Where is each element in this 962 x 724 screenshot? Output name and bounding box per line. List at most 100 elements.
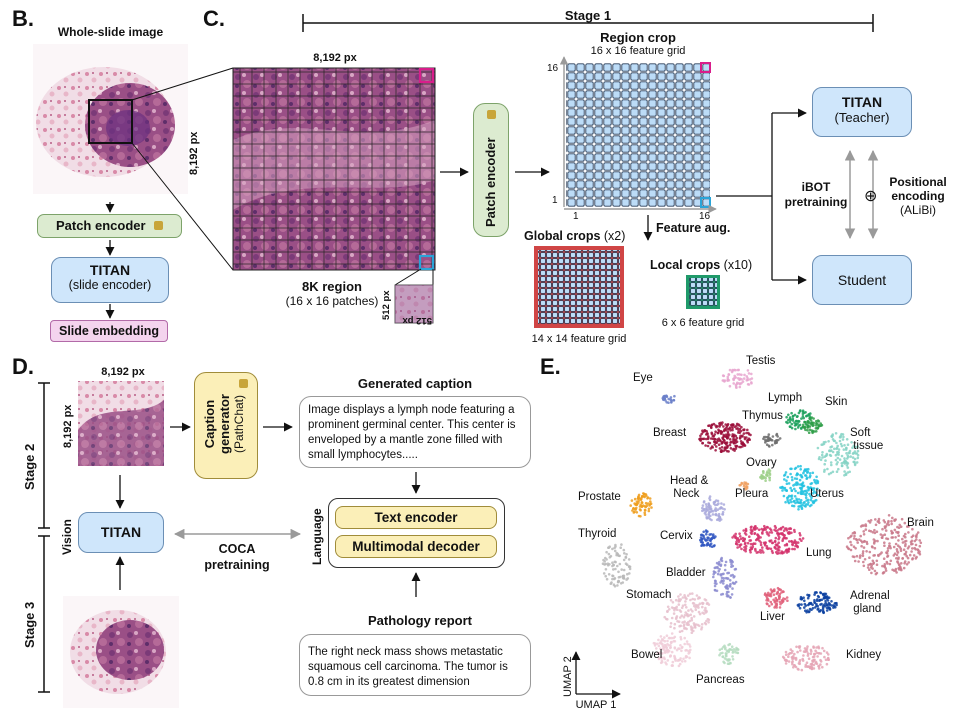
umap-point <box>679 644 682 647</box>
umap-point <box>809 474 812 478</box>
umap-point <box>801 657 804 661</box>
umap-point <box>808 417 811 420</box>
umap-point <box>622 568 626 572</box>
umap-point <box>813 478 816 482</box>
small-px-bottom: 512 px <box>402 315 432 326</box>
umap-point <box>695 594 699 597</box>
umap-point <box>729 441 732 444</box>
umap-point <box>724 647 727 651</box>
umap-point <box>744 481 748 485</box>
umap-point <box>744 529 748 533</box>
umap-point <box>749 546 753 549</box>
umap-point <box>807 501 810 504</box>
umap-point <box>604 568 608 571</box>
umap-point <box>897 539 900 542</box>
umap-point <box>730 562 733 566</box>
umap-point <box>743 548 746 552</box>
umap-point <box>790 651 793 655</box>
umap-point <box>617 570 620 574</box>
umap-point <box>680 629 684 633</box>
stage-3-label: Stage 3 <box>22 601 37 648</box>
umap-point <box>602 558 605 562</box>
global-crops-label: Global crops <box>524 229 601 243</box>
px-top-label: 8,192 px <box>313 52 357 64</box>
umap-point <box>700 432 703 436</box>
umap-point <box>639 498 643 502</box>
umap-point <box>702 612 706 615</box>
umap-point <box>915 538 918 541</box>
umap-point <box>608 563 611 566</box>
umap-point <box>821 606 825 610</box>
umap-point <box>722 503 726 506</box>
umap-point <box>710 431 713 435</box>
umap-point <box>853 460 856 464</box>
umap-point <box>661 652 664 655</box>
umap-point <box>816 608 819 611</box>
umap-point <box>835 447 838 451</box>
umap-point <box>728 438 732 441</box>
umap-point <box>697 596 701 599</box>
umap-point <box>812 659 815 662</box>
umap-point <box>807 593 811 597</box>
umap-point <box>821 451 824 454</box>
umap-point <box>797 411 801 415</box>
umap-point <box>896 525 899 529</box>
umap-point <box>702 530 705 534</box>
umap-point <box>793 477 797 480</box>
umap-point <box>635 511 639 514</box>
umap-point <box>861 540 864 544</box>
umap-point <box>692 615 696 618</box>
teacher-title: TITAN <box>841 94 883 110</box>
umap-point <box>787 652 791 656</box>
wsi-title: Whole-slide image <box>57 25 164 39</box>
umap-point <box>785 543 789 547</box>
umap-point <box>889 546 892 550</box>
umap-point <box>622 577 626 580</box>
umap-point <box>672 399 676 402</box>
umap-point <box>849 455 852 458</box>
umap-point <box>726 433 729 437</box>
umap-point <box>673 394 676 398</box>
umap-point <box>799 483 802 486</box>
umap-point <box>723 508 726 511</box>
umap-point <box>801 503 804 507</box>
umap-point <box>680 649 683 653</box>
umap-point <box>774 526 778 529</box>
umap-point <box>663 615 666 619</box>
umap-point <box>825 662 829 666</box>
umap-point <box>794 501 797 505</box>
umap-point <box>830 445 834 448</box>
umap-point <box>609 582 613 585</box>
umap-point <box>657 644 661 648</box>
umap-point <box>786 496 789 500</box>
umap-point <box>811 471 815 475</box>
umap-point <box>843 444 846 447</box>
umap-point <box>851 446 854 450</box>
umap-point <box>814 427 818 430</box>
umap-point <box>862 564 866 568</box>
umap-point <box>793 664 796 667</box>
umap-point <box>727 373 730 376</box>
local-crop-grid <box>686 275 720 309</box>
umap-point <box>731 564 735 568</box>
umap-point <box>784 471 788 474</box>
umap-point <box>818 652 821 655</box>
umap-point <box>705 430 708 433</box>
umap-point <box>806 429 809 432</box>
umap-point <box>709 425 713 429</box>
umap-point <box>729 596 732 599</box>
umap-point <box>704 444 707 447</box>
umap-point <box>753 532 756 536</box>
cluster-bladder <box>712 556 738 599</box>
umap-point <box>706 601 709 605</box>
8k-region-image-d <box>78 381 164 466</box>
umap-point <box>794 427 797 431</box>
umap-point <box>798 505 801 508</box>
patch-encoder-box-c: Patch encoder <box>473 103 509 237</box>
umap-point <box>632 507 635 510</box>
umap-point <box>684 600 687 603</box>
512px-patch <box>394 284 434 324</box>
umap-point <box>691 597 694 601</box>
umap-point <box>721 572 724 576</box>
umap-point <box>718 439 722 442</box>
